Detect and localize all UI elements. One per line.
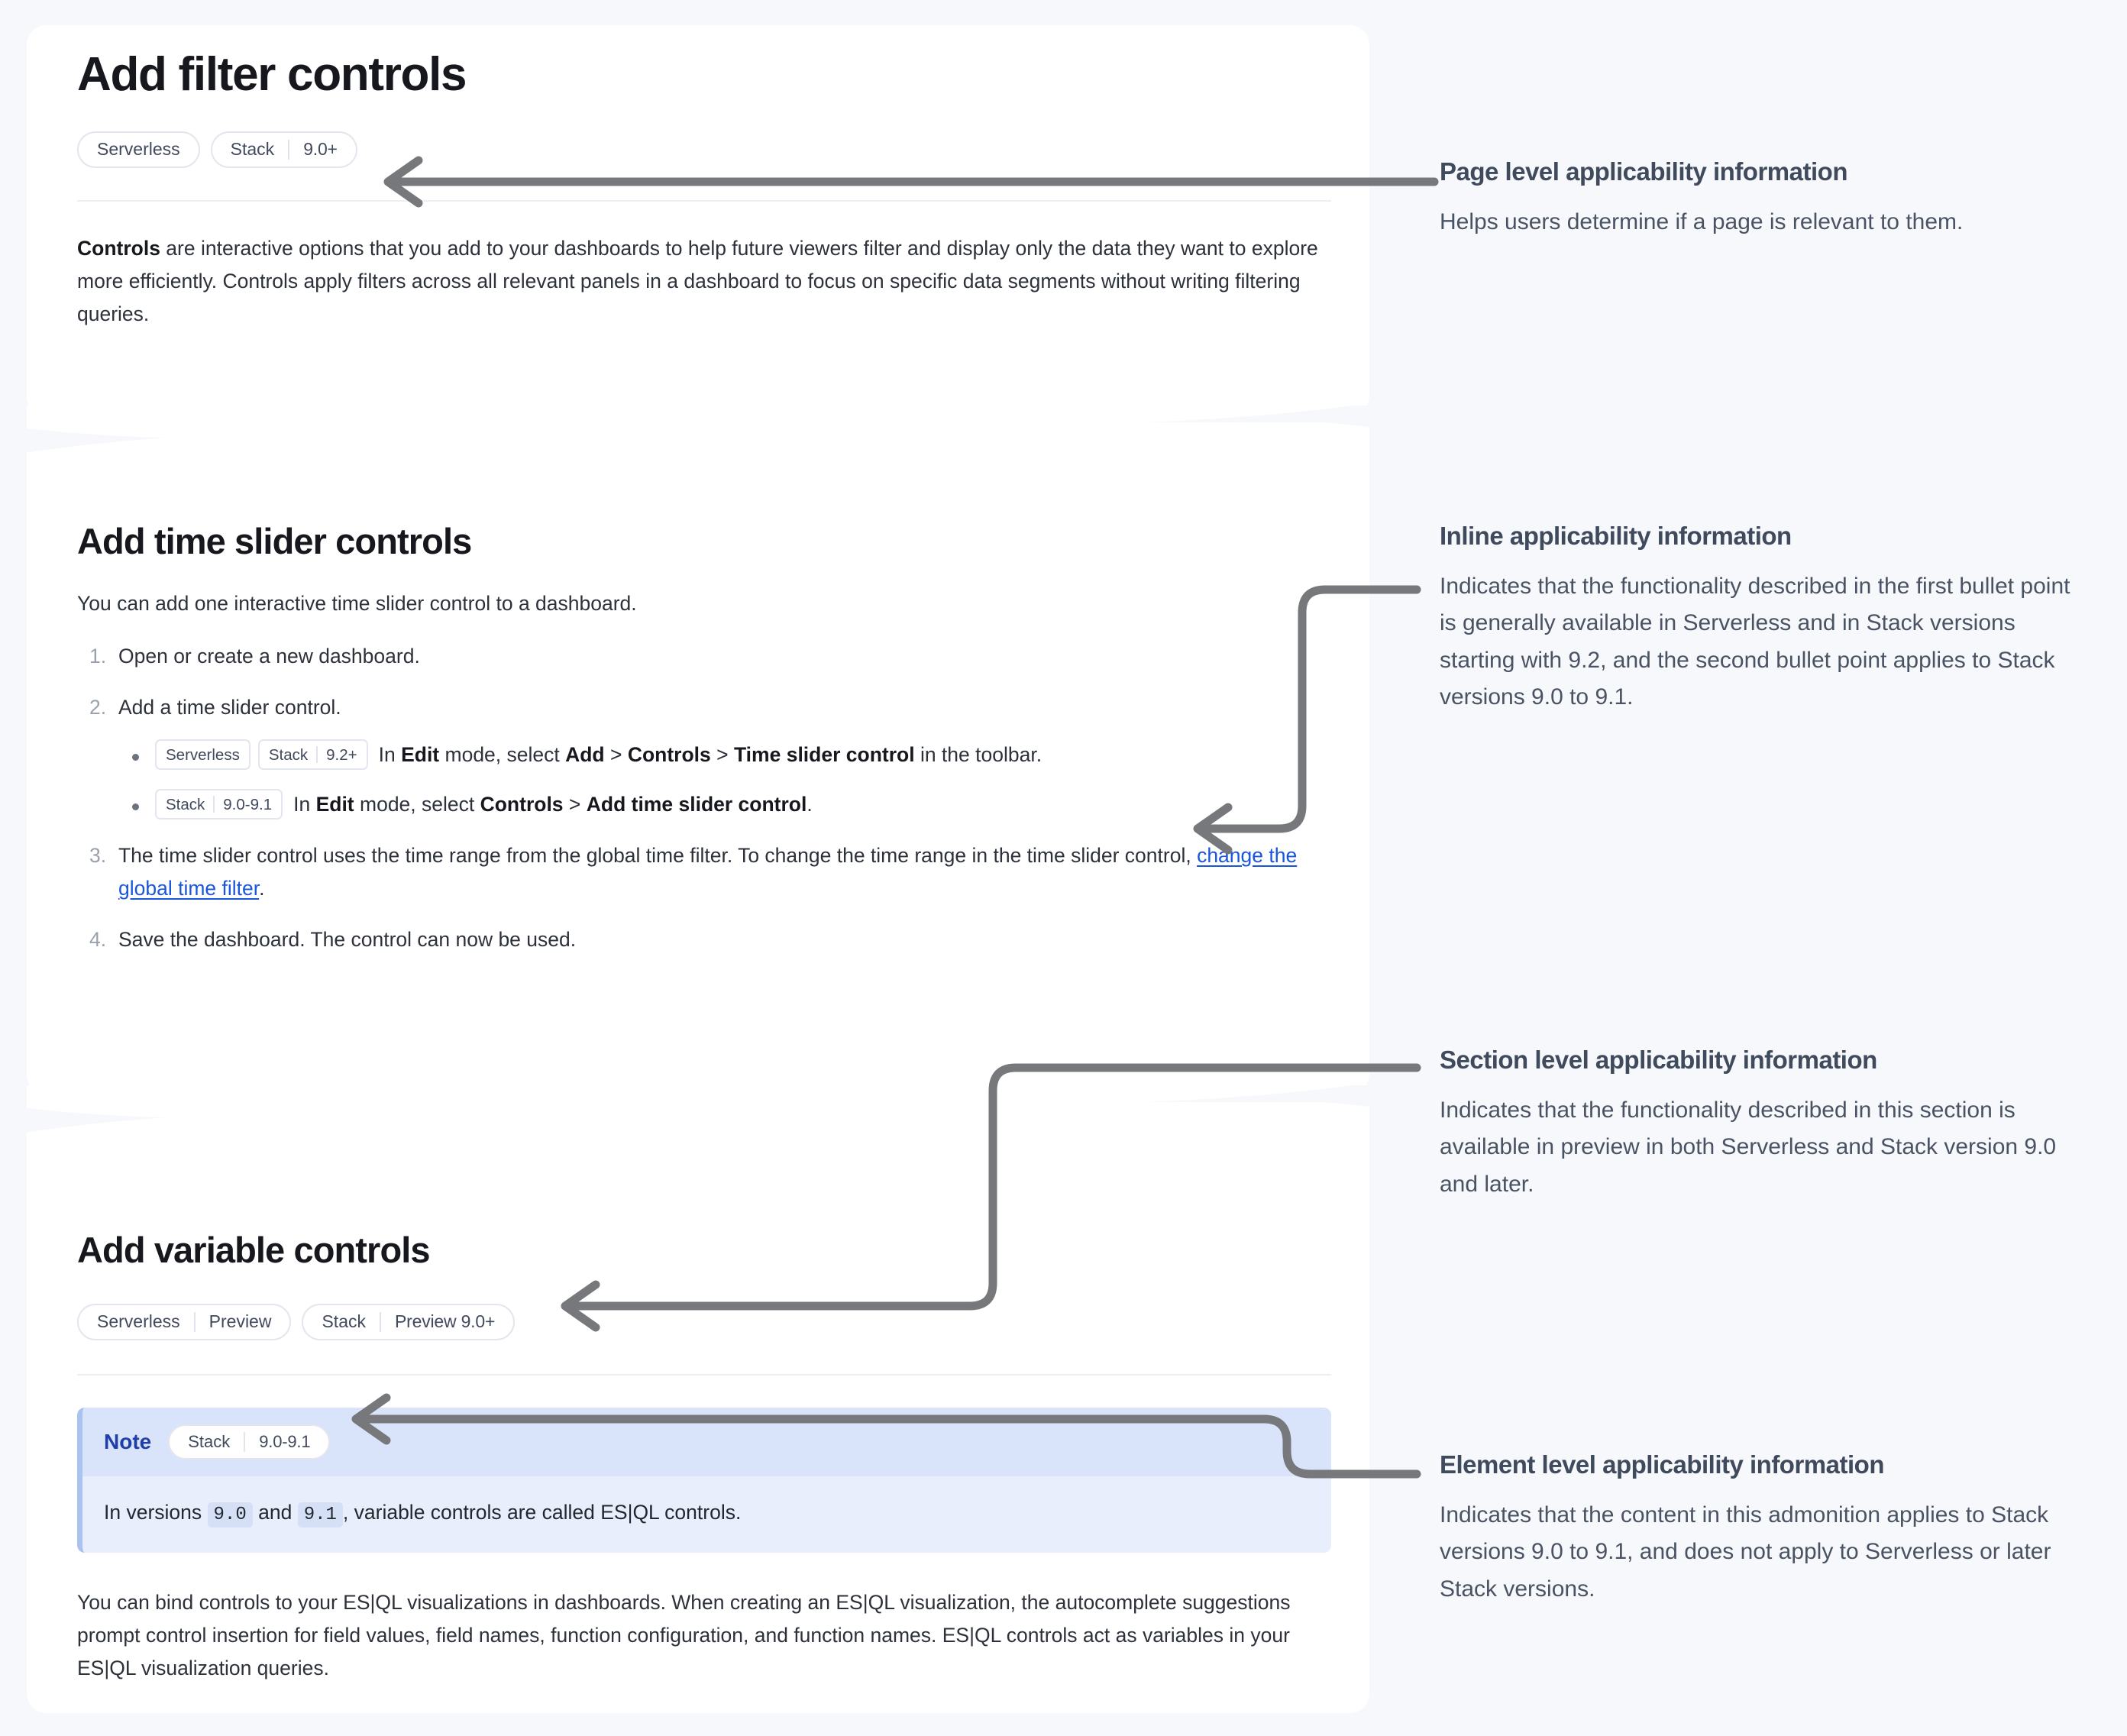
annotation-element-level: Element level applicability information … (1440, 1450, 2081, 1608)
applicability-chip-stack[interactable]: Stack 9.2+ (257, 739, 368, 771)
page-intro-paragraph: Controls are interactive options that yo… (77, 232, 1331, 331)
bullet-bold-2: Add (565, 743, 605, 767)
annotation-inline-level: Inline applicability information Indicat… (1440, 521, 2081, 716)
intro-lead-term: Controls (77, 236, 160, 260)
pill-label: Stack (188, 1431, 231, 1451)
panel-gap-wave-1 (27, 406, 1369, 461)
step-item-4: Save the dashboard. The control can now … (77, 923, 1331, 956)
applicability-pill-stack[interactable]: Stack 9.0+ (210, 131, 357, 168)
annotation-heading: Section level applicability information (1440, 1046, 1877, 1074)
page-header-panel: Add filter controls Serverless Stack 9.0… (27, 25, 1369, 416)
header-divider (77, 199, 1331, 202)
intro-rest: are interactive options that you add to … (77, 236, 1318, 325)
applicability-pill-serverless[interactable]: Serverless (77, 131, 200, 168)
page-title: Add filter controls (77, 48, 467, 101)
pill-divider (380, 1311, 381, 1332)
chip-divider (213, 796, 215, 813)
sub-bullet-2: Stack 9.0-9.1 In Edit mode, select Control… (118, 788, 1331, 821)
chip-label: Stack (268, 745, 309, 764)
annotation-heading: Inline applicability information (1440, 522, 1792, 550)
step-text: Open or create a new dashboard. (118, 644, 420, 668)
step-item-3: The time slider control uses the time ra… (77, 839, 1331, 905)
note-text-1: In versions (104, 1500, 208, 1524)
bullet-bold-3: Controls (627, 743, 711, 767)
bullet-bold-3: Add time slider control (586, 793, 807, 816)
applicability-chip-stack-range[interactable]: Stack 9.0-9.1 (155, 789, 283, 820)
step-item-1: Open or create a new dashboard. (77, 640, 1331, 673)
bullet-bold-4: Time slider control (733, 743, 915, 767)
bullet-sep-1: > (563, 793, 587, 816)
chip-label: Stack (166, 795, 205, 813)
bullet-sep-2: > (710, 743, 734, 767)
time-slider-intro: You can add one interactive time slider … (77, 591, 637, 615)
note-text-2: and (252, 1500, 298, 1524)
bullet-bold-2: Controls (480, 793, 564, 816)
annotation-body: Indicates that the content in this admon… (1440, 1502, 2051, 1602)
time-slider-steps: Open or create a new dashboard. Add a ti… (77, 640, 1331, 957)
pill-version: 9.0-9.1 (259, 1431, 311, 1451)
pill-divider (244, 1431, 246, 1452)
pill-version: 9.0+ (303, 139, 338, 160)
bullet-bold-1: Edit (315, 793, 354, 816)
page-applicability-badges: Serverless Stack 9.0+ (77, 131, 1331, 168)
pill-divider (288, 139, 290, 160)
annotation-body: Helps users determine if a page is relev… (1440, 209, 1964, 234)
note-applicability-pill[interactable]: Stack 9.0-9.1 (168, 1424, 331, 1460)
applicability-pill-serverless-preview[interactable]: Serverless Preview (77, 1303, 292, 1340)
bullet-prefix: In (293, 793, 316, 816)
annotation-heading: Element level applicability information (1440, 1450, 1884, 1479)
pill-label: Serverless (97, 1311, 180, 1332)
note-header: Note Stack 9.0-9.1 (82, 1407, 1331, 1476)
annotation-section-level: Section level applicability information … (1440, 1045, 2081, 1203)
step-text: Save the dashboard. The control can now … (118, 928, 577, 952)
step-text-after-link: . (259, 877, 265, 900)
chip-version: 9.0-9.1 (223, 795, 273, 813)
annotation-heading: Page level applicability information (1440, 157, 1847, 186)
inline-code-9-0: 9.0 (207, 1502, 253, 1527)
time-slider-section-panel: Add time slider controls You can add one… (27, 453, 1369, 1094)
variable-section-body: You can bind controls to your ES|QL visu… (77, 1591, 1291, 1679)
step-text-before-link: The time slider control uses the time ra… (118, 844, 1198, 868)
chip-divider (316, 746, 318, 764)
section-title-variable-controls: Add variable controls (77, 1230, 431, 1270)
bullet-suffix: . (807, 793, 813, 816)
pill-divider (193, 1311, 196, 1332)
inline-code-9-1: 9.1 (297, 1502, 343, 1527)
pill-label: Stack (230, 139, 275, 160)
chip-version: 9.2+ (326, 745, 357, 764)
note-label: Note (104, 1429, 152, 1453)
note-text-3: , variable controls are called ES|QL con… (342, 1500, 742, 1524)
section-divider (77, 1373, 1331, 1376)
applicability-pill-stack-preview[interactable]: Stack Preview 9.0+ (302, 1303, 516, 1340)
pill-label: Serverless (97, 139, 180, 160)
pill-version: Preview 9.0+ (395, 1311, 496, 1332)
bullet-mid-1: mode, select (354, 793, 480, 816)
variable-controls-section-panel: Add variable controls Serverless Preview… (27, 1131, 1369, 1713)
annotation-body: Indicates that the functionality describ… (1440, 1097, 2057, 1197)
chip-label: Serverless (166, 745, 240, 764)
annotation-body: Indicates that the functionality describ… (1440, 573, 2070, 710)
pill-label: Stack (322, 1311, 366, 1332)
bullet-suffix: in the toolbar. (914, 743, 1042, 767)
section-title-time-slider: Add time slider controls (77, 521, 472, 561)
note-admonition: Note Stack 9.0-9.1 In versions 9.0 and 9… (77, 1407, 1331, 1553)
bullet-sep-1: > (604, 743, 628, 767)
section-applicability-badges: Serverless Preview Stack Preview 9.0+ (77, 1303, 1331, 1340)
bullet-bold-1: Edit (401, 743, 440, 767)
annotation-page-level: Page level applicability information Hel… (1440, 157, 2081, 241)
documentation-column: Add filter controls Serverless Stack 9.0… (27, 25, 1369, 1713)
pill-version: Preview (208, 1311, 272, 1332)
note-body: In versions 9.0 and 9.1, variable contro… (82, 1476, 1331, 1553)
applicability-chip-serverless[interactable]: Serverless (155, 739, 251, 771)
step-text: Add a time slider control. (118, 695, 341, 719)
bullet-prefix: In (378, 743, 402, 767)
bullet-mid-1: mode, select (439, 743, 566, 767)
